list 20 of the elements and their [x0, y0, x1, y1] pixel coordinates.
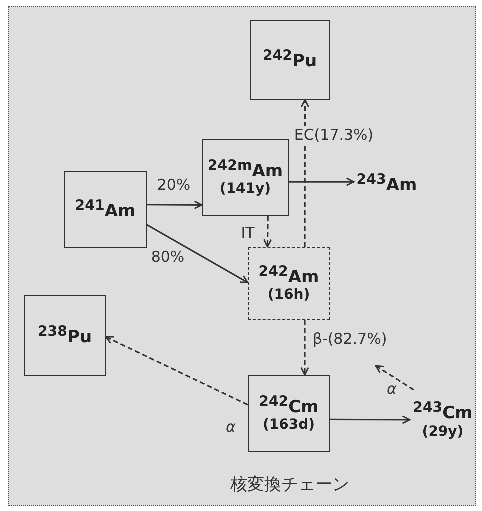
caption: 核変換チェーン — [230, 474, 350, 496]
nuclide-box: $^{241}$Am — [64, 171, 147, 248]
arrow — [105, 336, 248, 406]
arrow — [147, 200, 203, 210]
arrow — [146, 224, 249, 284]
arrow — [289, 178, 355, 186]
nuclide-box: $^{242}$Am (16h) — [248, 247, 330, 320]
arrow — [263, 216, 272, 248]
arrow — [330, 416, 411, 424]
edge-label: EC(17.3%) — [293, 126, 375, 144]
arrow — [300, 320, 310, 376]
edge-label: β-(82.7%) — [312, 330, 388, 348]
nuclide-box: $^{242}$Pu — [250, 20, 330, 100]
nuclide-box: $^{238}$Pu — [24, 295, 106, 376]
nuclide-box: $^{242m}$Am (141y) — [202, 139, 289, 216]
arrow — [375, 365, 414, 391]
nuclide-box: $^{242}$Cm (163d) — [248, 375, 330, 452]
arrow — [300, 99, 310, 247]
nuclide-label: $^{243}$Cm (29y) — [410, 397, 476, 443]
nuclide-label: $^{243}$Am — [354, 170, 420, 198]
